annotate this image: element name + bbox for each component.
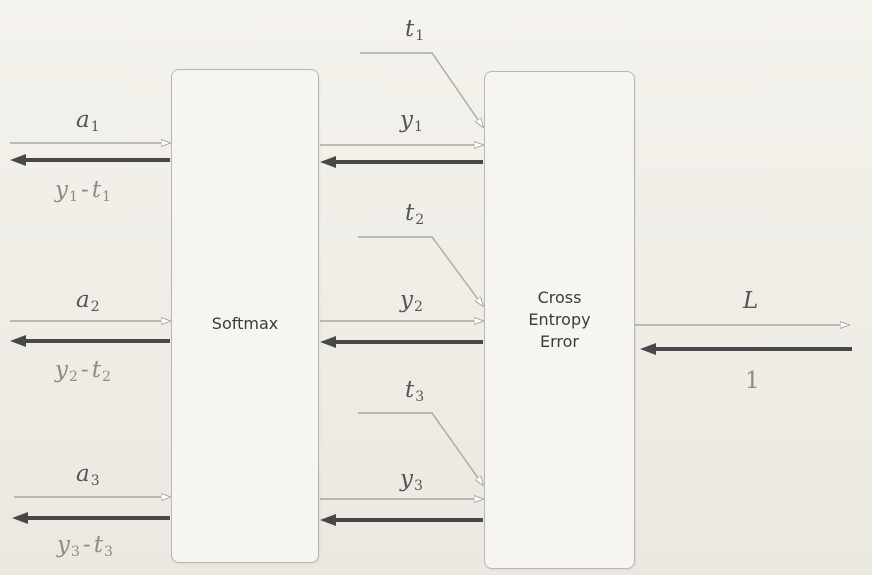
loss-gradient-label: 1 <box>745 368 760 394</box>
target-arrow-t2 <box>358 236 483 306</box>
gradient-label-3: y3-t3 <box>57 532 113 560</box>
output-label-y3: y3 <box>400 466 423 494</box>
target-arrow-t3 <box>358 412 483 485</box>
cross-entropy-label-line: Entropy <box>528 310 591 329</box>
target-arrow-t1 <box>360 52 483 127</box>
target-label-t1: t1 <box>405 16 425 44</box>
cross-entropy-label: Cross Entropy Error <box>485 287 634 353</box>
loss-label: L <box>743 288 759 314</box>
input-label-a1: a1 <box>76 107 100 135</box>
gradient-label-1: y1-t1 <box>55 177 111 205</box>
gradient-label-2: y2-t2 <box>55 357 111 385</box>
target-label-t3: t3 <box>405 377 425 405</box>
output-label-y1: y1 <box>400 107 423 135</box>
softmax-label: Softmax <box>211 314 279 333</box>
cross-entropy-error-box: Cross Entropy Error <box>484 71 635 569</box>
output-label-y2: y2 <box>400 287 423 315</box>
input-label-a3: a3 <box>76 461 100 489</box>
cross-entropy-label-line: Error <box>540 332 579 351</box>
softmax-layer-box: Softmax <box>171 69 319 563</box>
target-label-t2: t2 <box>405 200 425 228</box>
input-label-a2: a2 <box>76 287 100 315</box>
cross-entropy-label-line: Cross <box>537 288 582 307</box>
